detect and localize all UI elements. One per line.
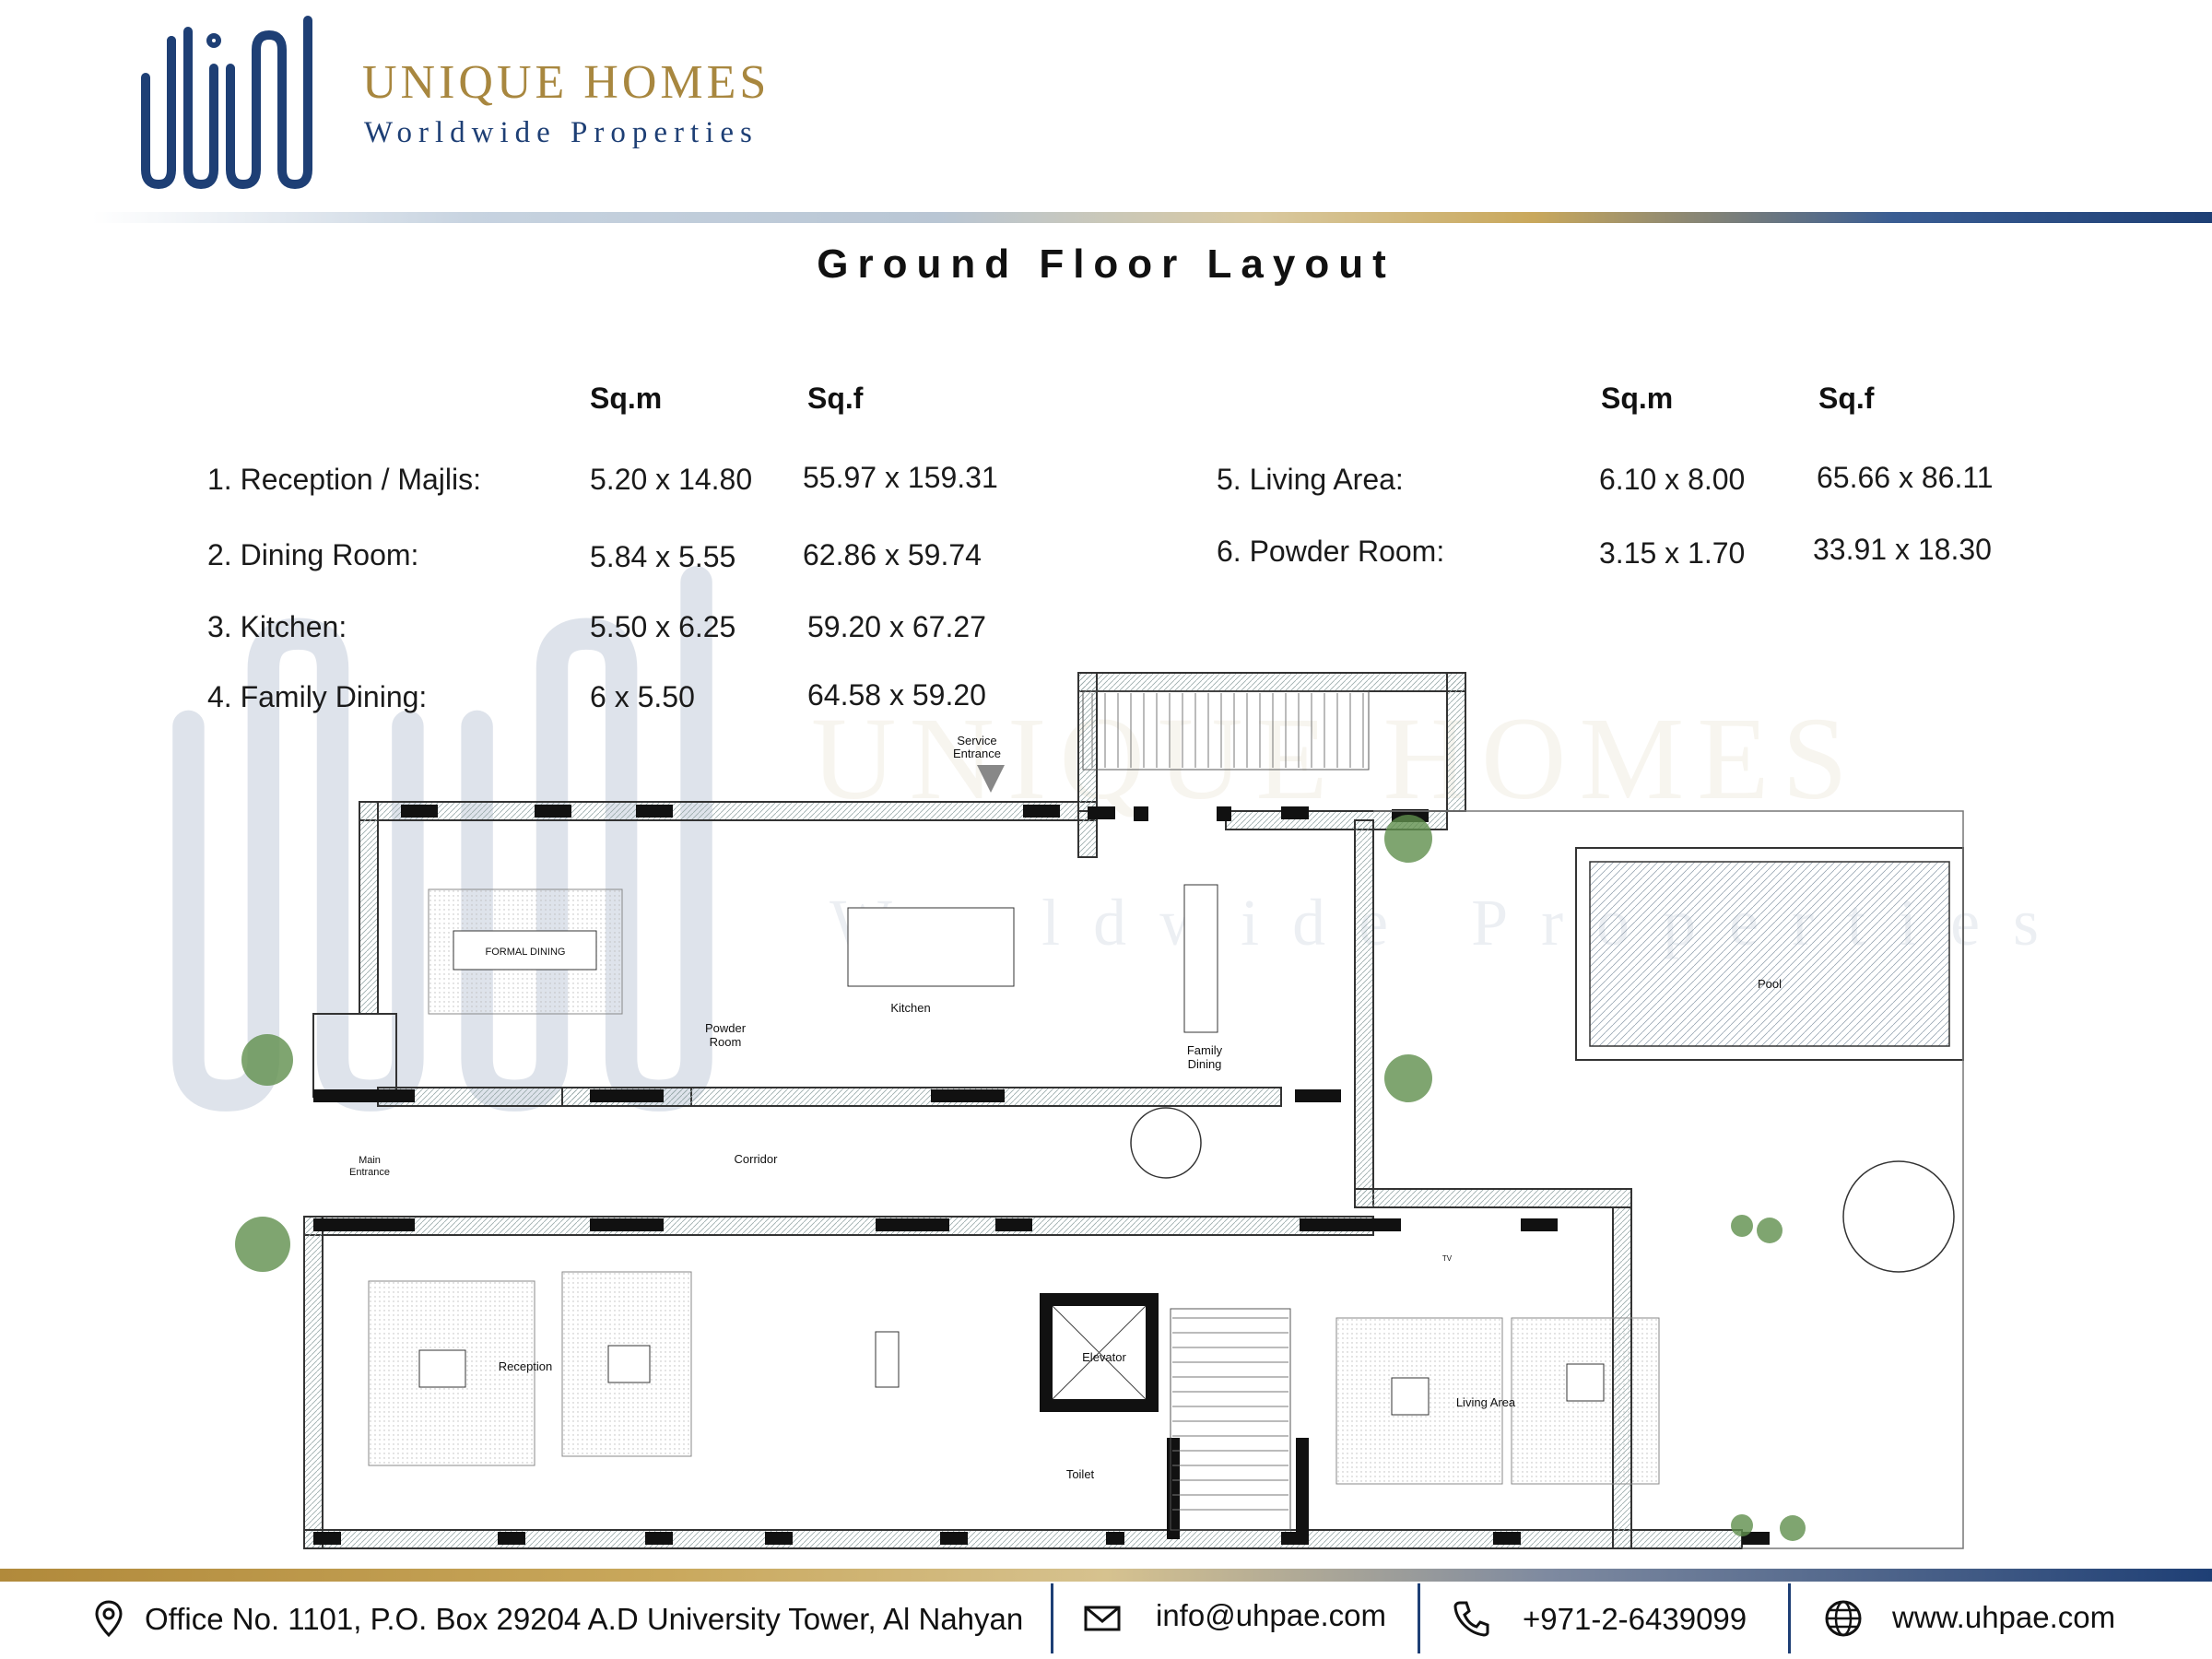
label-living-area: Living Area [1456, 1395, 1516, 1409]
column-header-sqm-right: Sq.m [1601, 382, 1674, 415]
room-label: 4. Family Dining: [207, 680, 428, 713]
label-kitchen: Kitchen [890, 1001, 930, 1015]
brand-logo [141, 16, 312, 190]
label-tv: TV [1442, 1254, 1453, 1263]
label-service-entrance: Entrance [953, 747, 1001, 760]
footer-phone[interactable]: +971-2-6439099 [1523, 1602, 1747, 1636]
envelope-icon [1084, 1606, 1121, 1631]
room-sqm: 5.20 x 14.80 [590, 463, 753, 496]
label-main-entrance: Entrance [349, 1167, 390, 1178]
label-service-entrance: Service [957, 734, 996, 747]
footer-website[interactable]: www.uhpae.com [1892, 1600, 2116, 1634]
room-label: 5. Living Area: [1217, 463, 1404, 496]
footer-separator [1051, 1583, 1053, 1653]
room-sqm: 6.10 x 8.00 [1599, 463, 1746, 496]
label-family-dining: Dining [1188, 1057, 1222, 1071]
room-label: 6. Powder Room: [1217, 535, 1445, 568]
elevator-shaft [1040, 1293, 1159, 1412]
footer-address: Office No. 1101, P.O. Box 29204 A.D Univ… [145, 1602, 1024, 1636]
label-formal-dining: FORMAL DINING [486, 947, 566, 958]
column-header-sqm-left: Sq.m [590, 382, 663, 415]
room-label: 3. Kitchen: [207, 610, 347, 643]
label-powder-room: Room [710, 1035, 742, 1049]
brand-tagline: Worldwide Properties [364, 116, 759, 149]
footer-divider [0, 1569, 2212, 1582]
room-label: 2. Dining Room: [207, 538, 419, 571]
floor-plan: Service Entrance FORMAL DINING Powder Ro… [235, 672, 1964, 1549]
brand-name: UNIQUE HOMES [362, 56, 771, 109]
swimming-pool [1589, 861, 1950, 1047]
room-sqf: 33.91 x 18.30 [1813, 533, 1992, 566]
header-divider [92, 212, 2212, 223]
label-powder-room: Powder [705, 1021, 747, 1035]
label-corridor: Corridor [735, 1152, 779, 1166]
globe-icon [1825, 1600, 1862, 1637]
footer-separator [1788, 1583, 1791, 1653]
room-sqf: 64.58 x 59.20 [807, 678, 986, 712]
footer-separator [1418, 1583, 1420, 1653]
room-sqf: 55.97 x 159.31 [803, 461, 998, 494]
room-label: 1. Reception / Majlis: [207, 463, 482, 496]
label-elevator: Elevator [1082, 1350, 1126, 1364]
column-header-sqf-right: Sq.f [1818, 382, 1875, 415]
label-reception: Reception [499, 1359, 553, 1373]
room-sqm: 5.50 x 6.25 [590, 610, 736, 643]
room-sqf: 62.86 x 59.74 [803, 538, 982, 571]
room-sqf: 59.20 x 67.27 [807, 610, 986, 643]
service-entrance-arrow [977, 765, 1005, 793]
footer-email[interactable]: info@uhpae.com [1156, 1598, 1386, 1632]
location-pin-icon [95, 1600, 123, 1638]
label-pool: Pool [1758, 977, 1782, 991]
room-sqm: 3.15 x 1.70 [1599, 536, 1746, 570]
phone-icon [1453, 1601, 1489, 1637]
label-family-dining: Family [1187, 1043, 1223, 1057]
column-header-sqf-left: Sq.f [807, 382, 864, 415]
label-main-entrance: Main [359, 1155, 381, 1166]
room-sqf: 65.66 x 86.11 [1817, 461, 1994, 494]
room-sqm: 5.84 x 5.55 [590, 540, 736, 573]
page-title: Ground Floor Layout [817, 241, 1395, 287]
label-toilet: Toilet [1066, 1467, 1095, 1481]
room-sqm: 6 x 5.50 [590, 680, 695, 713]
